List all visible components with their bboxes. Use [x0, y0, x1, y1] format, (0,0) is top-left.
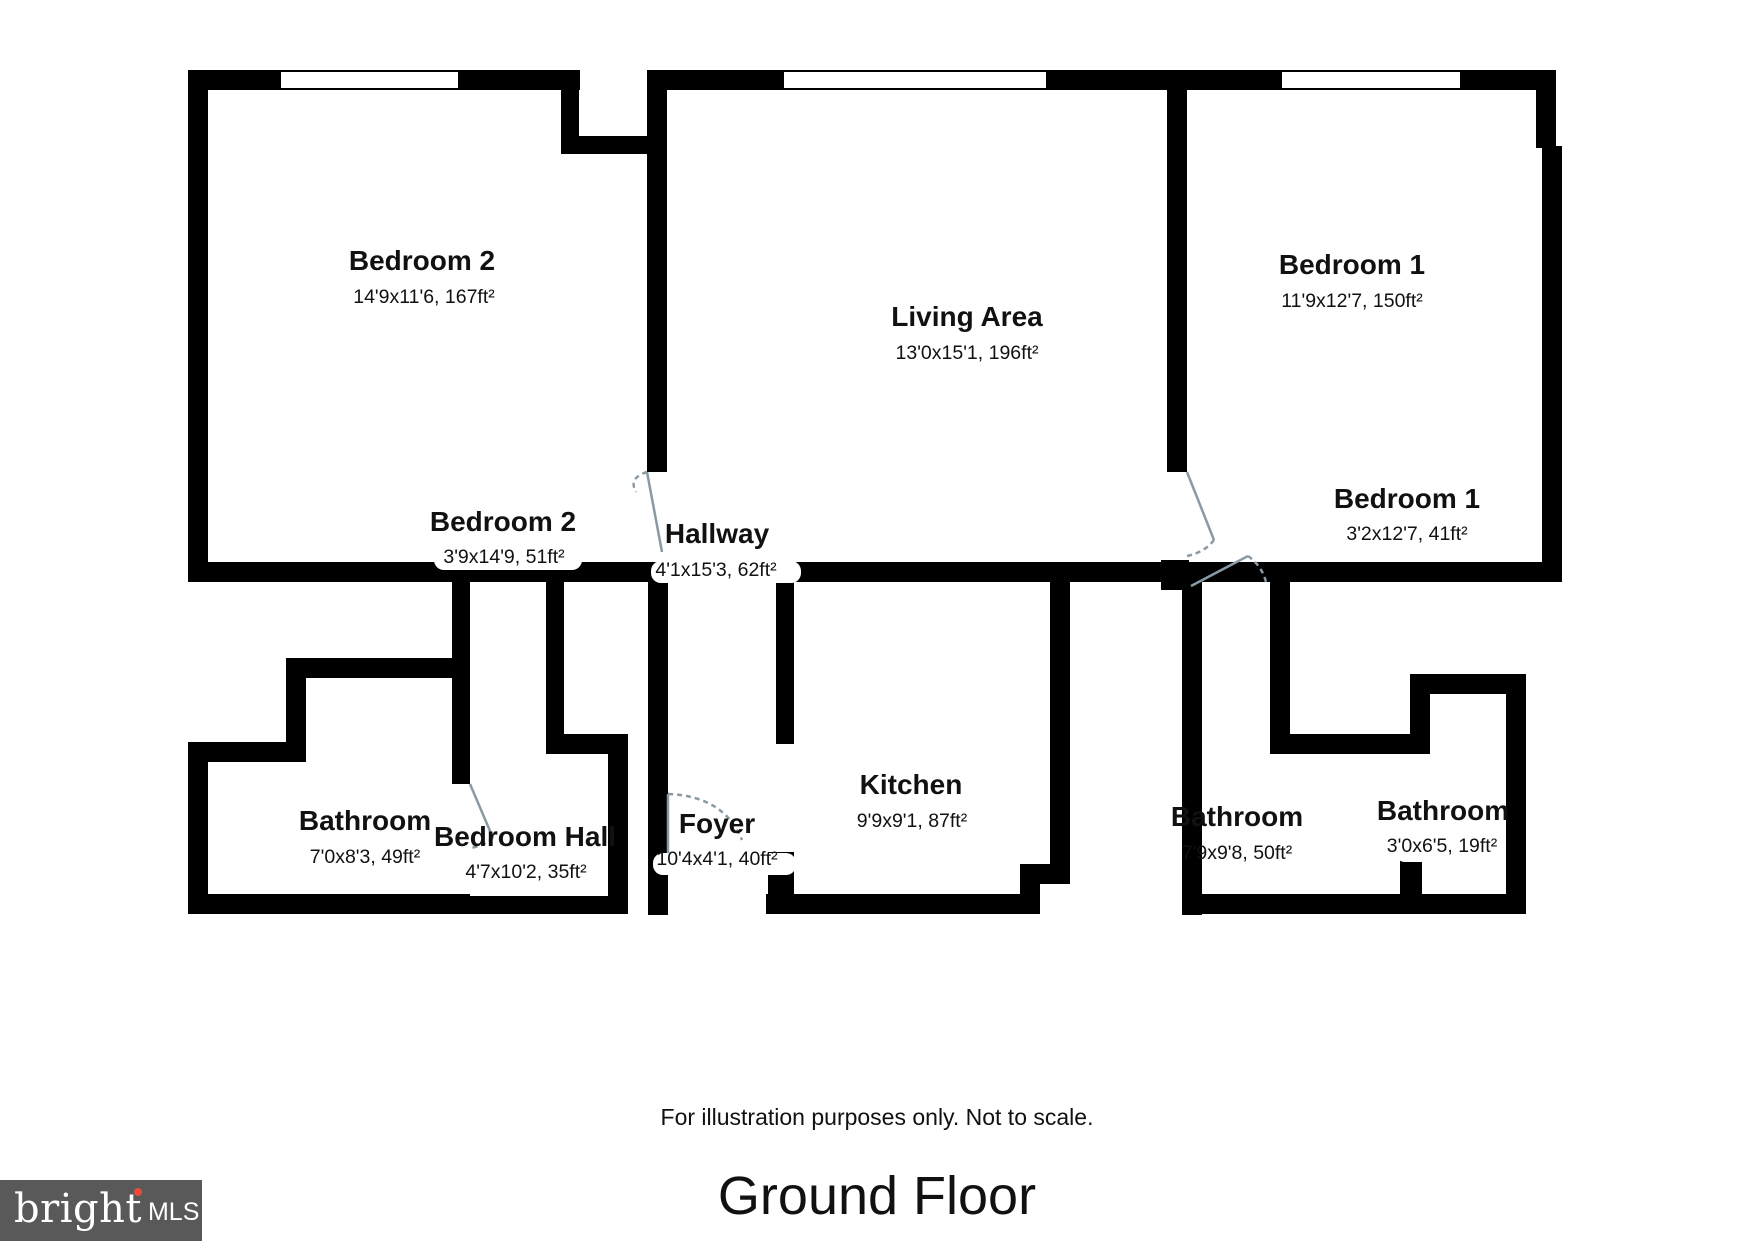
- room-name: Foyer: [679, 808, 755, 839]
- room-living-area: Living Area 13'0x15'1, 196ft²: [891, 301, 1043, 364]
- door-swing-arc: [667, 792, 744, 841]
- wall-segment: [1270, 734, 1430, 754]
- room-dimensions: 7'9x9'8, 50ft²: [1182, 842, 1293, 864]
- door-swing-arc: [469, 837, 494, 850]
- room-name: Bedroom 2: [349, 245, 495, 276]
- wall-segment: [1506, 674, 1526, 914]
- wall-segment: [776, 562, 1181, 582]
- floor-title: Ground Floor: [717, 1166, 1037, 1226]
- room-bathroom-small: Bathroom 3'0x6'5, 19ft²: [1377, 795, 1509, 857]
- wall-segment: [1410, 674, 1526, 694]
- room-bedroom-hall: Bedroom Hall 4'7x10'2, 35ft²: [434, 821, 616, 883]
- wall-segment: [1182, 562, 1202, 915]
- room-dimensions: 4'1x15'3, 62ft²: [655, 559, 777, 581]
- room-bathroom-right: Bathroom 7'9x9'8, 50ft²: [1171, 801, 1303, 864]
- room-dimensions: 7'0x8'3, 49ft²: [310, 846, 421, 868]
- wall-segment: [647, 70, 667, 472]
- room-dimensions: 13'0x15'1, 196ft²: [896, 342, 1039, 364]
- room-bedroom-1-closet: Bedroom 1 3'2x12'7, 41ft²: [1334, 483, 1480, 545]
- wall-segment: [608, 734, 628, 914]
- wall-segment: [286, 658, 306, 762]
- logo-mls: MLS: [147, 1198, 200, 1226]
- room-dimensions: 14'9x11'6, 167ft²: [353, 286, 495, 308]
- door-leaf: [1185, 471, 1216, 541]
- wall-segment: [1400, 858, 1422, 914]
- room-dimensions: 3'9x14'9, 51ft²: [443, 546, 565, 568]
- room-name: Hallway: [665, 518, 770, 549]
- wall-segment: [776, 562, 794, 744]
- wall-segment: [648, 562, 668, 915]
- wall-segment: [1050, 562, 1070, 884]
- room-foyer: Foyer 10'4x4'1, 40ft²: [656, 808, 778, 870]
- logo-wordmark: bright: [14, 1185, 142, 1232]
- room-bathroom-left: Bathroom 7'0x8'3, 49ft²: [299, 805, 431, 868]
- window-opening: [281, 72, 458, 88]
- label-backgrounds: [434, 548, 1495, 889]
- room-name: Bathroom: [1377, 795, 1509, 826]
- room-name: Bedroom 1: [1334, 483, 1480, 514]
- wall-segment: [1161, 560, 1189, 590]
- wall-segment: [1270, 562, 1290, 754]
- wall-segment: [766, 894, 1040, 914]
- disclaimer-note: For illustration purposes only. Not to s…: [660, 1104, 1094, 1130]
- label-pill: [458, 867, 596, 889]
- wall-segment: [452, 562, 470, 784]
- door-leaf: [468, 783, 495, 839]
- door-swing-arc: [1186, 539, 1215, 558]
- wall-segment: [188, 894, 470, 914]
- window-opening: [784, 72, 1046, 88]
- walls: [188, 70, 1562, 915]
- room-dimensions: 3'2x12'7, 41ft²: [1346, 523, 1468, 545]
- windows: [281, 72, 1460, 88]
- room-bedroom-2-closet: Bedroom 2 3'9x14'9, 51ft²: [430, 506, 576, 568]
- window-opening: [1282, 72, 1460, 88]
- room-dimensions: 11'9x12'7, 150ft²: [1281, 290, 1423, 312]
- wall-segment: [1536, 70, 1556, 148]
- room-bedroom-2: Bedroom 2 14'9x11'6, 167ft²: [349, 245, 495, 308]
- wall-segment: [561, 70, 579, 152]
- wall-segment: [188, 562, 670, 582]
- wall-segment: [188, 742, 305, 762]
- wall-segment: [188, 70, 208, 582]
- room-kitchen: Kitchen 9'9x9'1, 87ft²: [857, 769, 968, 832]
- wall-segment: [188, 742, 208, 914]
- room-name: Bedroom Hall: [434, 821, 616, 852]
- wall-segment: [1542, 146, 1562, 582]
- door-leaf: [1190, 554, 1249, 588]
- room-dimensions: 3'0x6'5, 19ft²: [1387, 835, 1498, 857]
- door-swing-arc: [1247, 554, 1268, 583]
- wall-segment: [286, 658, 470, 678]
- wall-segment: [561, 136, 647, 154]
- wall-segment: [546, 562, 564, 754]
- wall-segment: [1182, 562, 1562, 582]
- room-dimensions: 10'4x4'1, 40ft²: [656, 848, 778, 870]
- wall-segment: [452, 896, 628, 914]
- room-hallway: Hallway 4'1x15'3, 62ft²: [655, 518, 777, 581]
- label-pill: [434, 548, 582, 570]
- label-pill: [1395, 840, 1495, 862]
- label-pill: [651, 561, 801, 583]
- room-name: Kitchen: [860, 769, 963, 800]
- wall-segment: [1182, 894, 1526, 914]
- wall-segment: [1167, 70, 1187, 472]
- room-name: Living Area: [891, 301, 1043, 332]
- room-dimensions: 9'9x9'1, 87ft²: [857, 810, 968, 832]
- room-name: Bathroom: [299, 805, 431, 836]
- room-bedroom-1: Bedroom 1 11'9x12'7, 150ft²: [1279, 249, 1425, 312]
- label-pill: [653, 853, 796, 875]
- door-leaf: [645, 471, 664, 553]
- room-name: Bedroom 2: [430, 506, 576, 537]
- bright-mls-logo: bright MLS: [0, 1180, 202, 1241]
- room-name: Bathroom: [1171, 801, 1303, 832]
- room-name: Bedroom 1: [1279, 249, 1425, 280]
- wall-segment: [546, 734, 626, 754]
- door-swing-arc: [632, 470, 648, 493]
- room-dimensions: 4'7x10'2, 35ft²: [465, 861, 587, 883]
- logo-dot-icon: [134, 1188, 142, 1196]
